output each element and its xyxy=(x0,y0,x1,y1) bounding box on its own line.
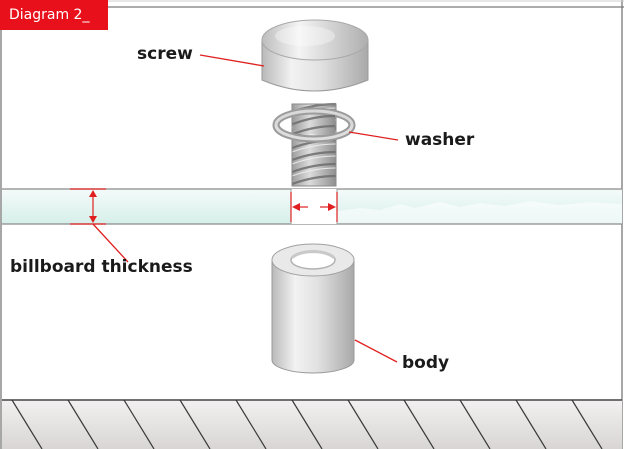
washer xyxy=(272,107,356,143)
label-billboard-thickness: billboard thickness xyxy=(10,257,193,277)
thickness-leader xyxy=(92,223,129,263)
label-body: body xyxy=(402,353,450,373)
standoff-body xyxy=(271,243,355,374)
ground-hatch xyxy=(2,399,622,449)
leader-lines xyxy=(92,54,399,363)
washer-leader xyxy=(348,131,399,141)
thickness-dimension xyxy=(70,188,106,225)
body-leader xyxy=(354,339,398,363)
label-washer: washer xyxy=(405,130,475,150)
screw-leader xyxy=(199,54,265,67)
diagram-tag: Diagram 2_ xyxy=(0,0,108,30)
hole-dimension xyxy=(290,192,338,222)
label-screw: screw xyxy=(137,44,193,64)
screw-head xyxy=(261,19,369,92)
